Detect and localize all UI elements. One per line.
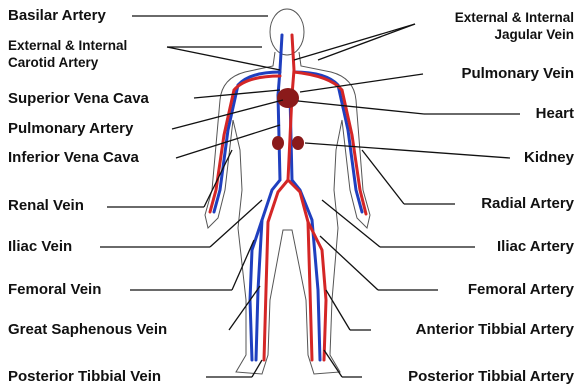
veins [214, 35, 362, 360]
label-inferior-vena-cava: Inferior Vena Cava [8, 149, 139, 166]
body-outline [205, 9, 370, 374]
label-posterior-tibbial-vein: Posterior Tibbial Vein [8, 368, 161, 385]
label-jugular-vein-line1: External & Internal [455, 10, 574, 26]
label-iliac-artery: Iliac Artery [497, 238, 574, 255]
label-basilar-artery: Basilar Artery [8, 7, 106, 24]
label-jugular-vein-line2: Jagular Vein [494, 27, 574, 43]
label-pulmonary-vein: Pulmonary Vein [461, 65, 574, 82]
label-heart: Heart [536, 105, 574, 122]
label-iliac-vein: Iliac Vein [8, 238, 72, 255]
label-kidney: Kidney [524, 149, 574, 166]
label-posterior-tibbial-artery: Posterior Tibbial Artery [408, 368, 574, 385]
label-pulmonary-artery: Pulmonary Artery [8, 120, 133, 137]
label-carotid-artery-line2: Carotid Artery [8, 55, 98, 71]
label-great-saphenous-vein: Great Saphenous Vein [8, 321, 167, 338]
label-femoral-artery: Femoral Artery [468, 281, 574, 298]
label-radial-artery: Radial Artery [481, 195, 574, 212]
heart [277, 88, 299, 108]
label-carotid-artery-line1: External & Internal [8, 38, 127, 54]
label-renal-vein: Renal Vein [8, 197, 84, 214]
arteries [210, 35, 366, 360]
kidneys [272, 136, 304, 150]
label-superior-vena-cava: Superior Vena Cava [8, 90, 149, 107]
label-femoral-vein: Femoral Vein [8, 281, 101, 298]
label-anterior-tibbial-artery: Anterior Tibbial Artery [416, 321, 574, 338]
